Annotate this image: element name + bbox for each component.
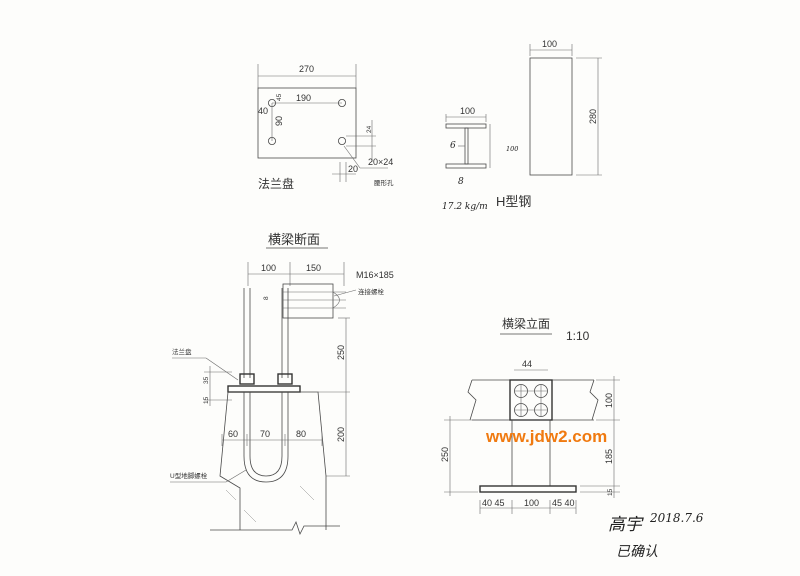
elevation-dim-100: 100 (604, 393, 614, 408)
section-bolt-note: 连接螺栓 (358, 287, 385, 296)
hbeam-label: H型钢 (496, 194, 531, 209)
flange-hole (337, 136, 346, 145)
signature-note: 已确认 (616, 544, 658, 560)
section-dim-8: 8 (263, 296, 270, 300)
hbeam-hand-height: 100 (506, 145, 518, 153)
elevation-base-plate (479, 485, 577, 493)
h-beam-drawing: 100 100 6 8 17.2 kg/m H型钢 100 280 (442, 39, 602, 212)
section-pedestal (228, 391, 327, 530)
elevation-dim-44: 44 (522, 359, 532, 369)
flange-dim-slot: 20×24 (368, 157, 393, 167)
section-nut (277, 373, 293, 385)
elevation-dim-bottom-3: 45 40 (552, 498, 575, 508)
flange-dim-width: 270 (299, 64, 314, 74)
flange-slot-note: 腰形孔 (374, 179, 394, 187)
flange-plate-drawing: 270 190 90 45 40 24 20 20×24 腰形孔 法兰盘 (257, 64, 394, 191)
section-dim-70: 70 (260, 429, 270, 439)
section-title: 横梁断面 (268, 232, 320, 247)
section-dim-80: 80 (296, 429, 306, 439)
beam-section-drawing: 横梁断面 100 150 M16×185 连接螺栓 8 法兰盘 (170, 232, 394, 536)
hbeam-dim-top: 100 (542, 39, 557, 49)
elevation-title: 横梁立面 (502, 316, 550, 331)
section-dim-200: 200 (336, 427, 346, 442)
flange-dim-40: 40 (258, 106, 268, 116)
hbeam-hand-flange: 8 (458, 177, 464, 187)
flange-hole (337, 99, 346, 108)
flange-label: 法兰盘 (258, 176, 294, 191)
watermark: www.jdw2.com (485, 427, 607, 446)
hbeam-dim-side: 280 (588, 109, 598, 124)
section-dim-60: 60 (228, 429, 238, 439)
section-u-bolt (249, 392, 283, 477)
hbeam-hand-mass: 17.2 kg/m (442, 202, 488, 212)
flange-dim-24: 24 (366, 125, 373, 133)
elevation-dim-250: 250 (440, 447, 450, 462)
section-dim-150: 150 (306, 263, 321, 273)
section-nut (239, 373, 255, 385)
hbeam-hand-web: 6 (450, 141, 456, 151)
hbeam-top-flange (445, 123, 487, 129)
beam-elevation-drawing: 横梁立面 1:10 44 250 100 (440, 316, 620, 514)
elevation-dim-bottom-1: 40 45 (482, 498, 505, 508)
hbeam-dim-flange-width: 100 (460, 106, 475, 116)
section-dim-100: 100 (261, 263, 276, 273)
hbeam-bottom-flange (445, 163, 487, 169)
elevation-dim-185: 185 (604, 449, 614, 464)
flange-dim-20: 20 (348, 164, 358, 174)
section-beam-end (282, 283, 334, 319)
signature-block: 高宇 2018.7.6 已确认 (608, 511, 704, 560)
flange-plate (257, 87, 357, 159)
section-flange-plate (227, 385, 301, 393)
flange-dim-vertical: 90 (274, 116, 284, 126)
elevation-scale: 1:10 (566, 329, 590, 343)
section-ubolt-callout: U型地脚螺栓 (170, 471, 208, 480)
section-dim-35: 35 (203, 376, 210, 384)
hbeam-web (464, 127, 469, 165)
section-dim-15: 15 (203, 396, 210, 404)
section-dim-250: 250 (336, 345, 346, 360)
elevation-dim-15: 15 (607, 488, 614, 496)
signature-date: 2018.7.6 (649, 511, 704, 525)
section-flange-callout: 法兰盘 (172, 347, 192, 356)
section-bolt-spec: M16×185 (356, 270, 394, 280)
flange-dim-45: 45 (276, 93, 283, 101)
elevation-dim-bottom-2: 100 (524, 498, 539, 508)
flange-dim-hole-spacing: 190 (296, 93, 311, 103)
hbeam-side-view (529, 57, 573, 176)
signature-name: 高宇 (608, 515, 644, 535)
